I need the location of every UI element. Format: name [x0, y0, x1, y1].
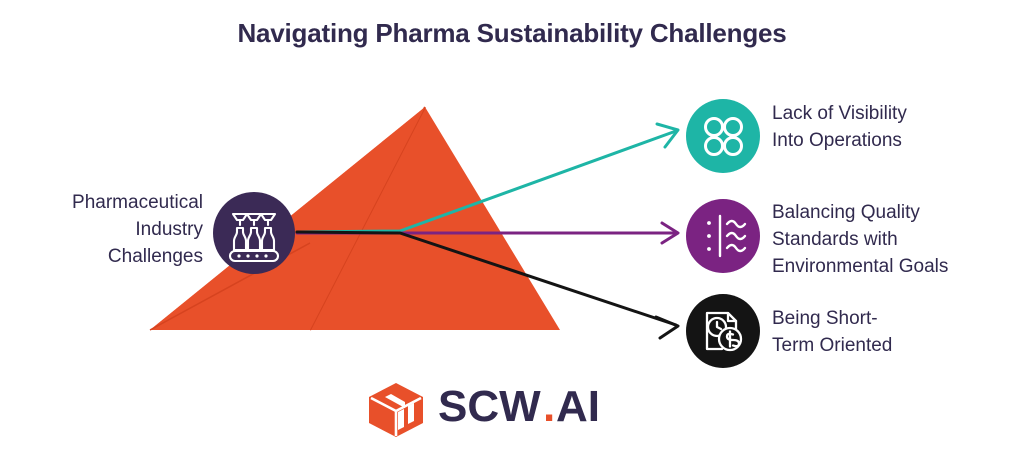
arrow-to-challenge-3: [295, 230, 680, 340]
orange-pyramid: [149, 106, 560, 331]
challenge-label-3-line-1: Being Short-: [772, 308, 878, 329]
filter-membrane-icon: [686, 199, 760, 273]
bottling-line-icon: [213, 192, 295, 274]
page-title: Navigating Pharma Sustainability Challen…: [237, 18, 787, 48]
logo-text-primary: SCW: [438, 384, 541, 431]
logo-text-secondary: AI: [556, 384, 600, 431]
source-label-line-3: Challenges: [107, 246, 203, 267]
document-clock-money-icon: [686, 294, 760, 368]
challenge-label-1-line-2: Into Operations: [772, 130, 902, 151]
source-label-line-1: Pharmaceutical: [72, 192, 203, 213]
source-label-line-2: Industry: [135, 219, 203, 240]
challenge-label-1-line-1: Lack of Visibility: [772, 103, 907, 124]
scwai-wordmark: SCW . AI: [438, 384, 600, 431]
challenge-label-2-line-1: Balancing Quality: [772, 202, 920, 223]
source-label: Pharmaceutical Industry Challenges: [8, 189, 203, 270]
scwai-logo: SCW . AI: [365, 380, 615, 438]
challenge-label-3: Being Short- Term Oriented: [772, 305, 1022, 359]
challenge-label-2-line-3: Environmental Goals: [772, 256, 949, 277]
scwai-box-icon: [369, 383, 423, 437]
challenge-label-2-line-2: Standards with: [772, 229, 898, 250]
challenge-label-1: Lack of Visibility Into Operations: [772, 100, 1022, 154]
logo-text-dot: .: [543, 384, 555, 431]
four-circles-icon: [686, 99, 760, 173]
challenge-label-2: Balancing Quality Standards with Environ…: [772, 199, 1022, 280]
challenge-label-3-line-2: Term Oriented: [772, 335, 893, 356]
